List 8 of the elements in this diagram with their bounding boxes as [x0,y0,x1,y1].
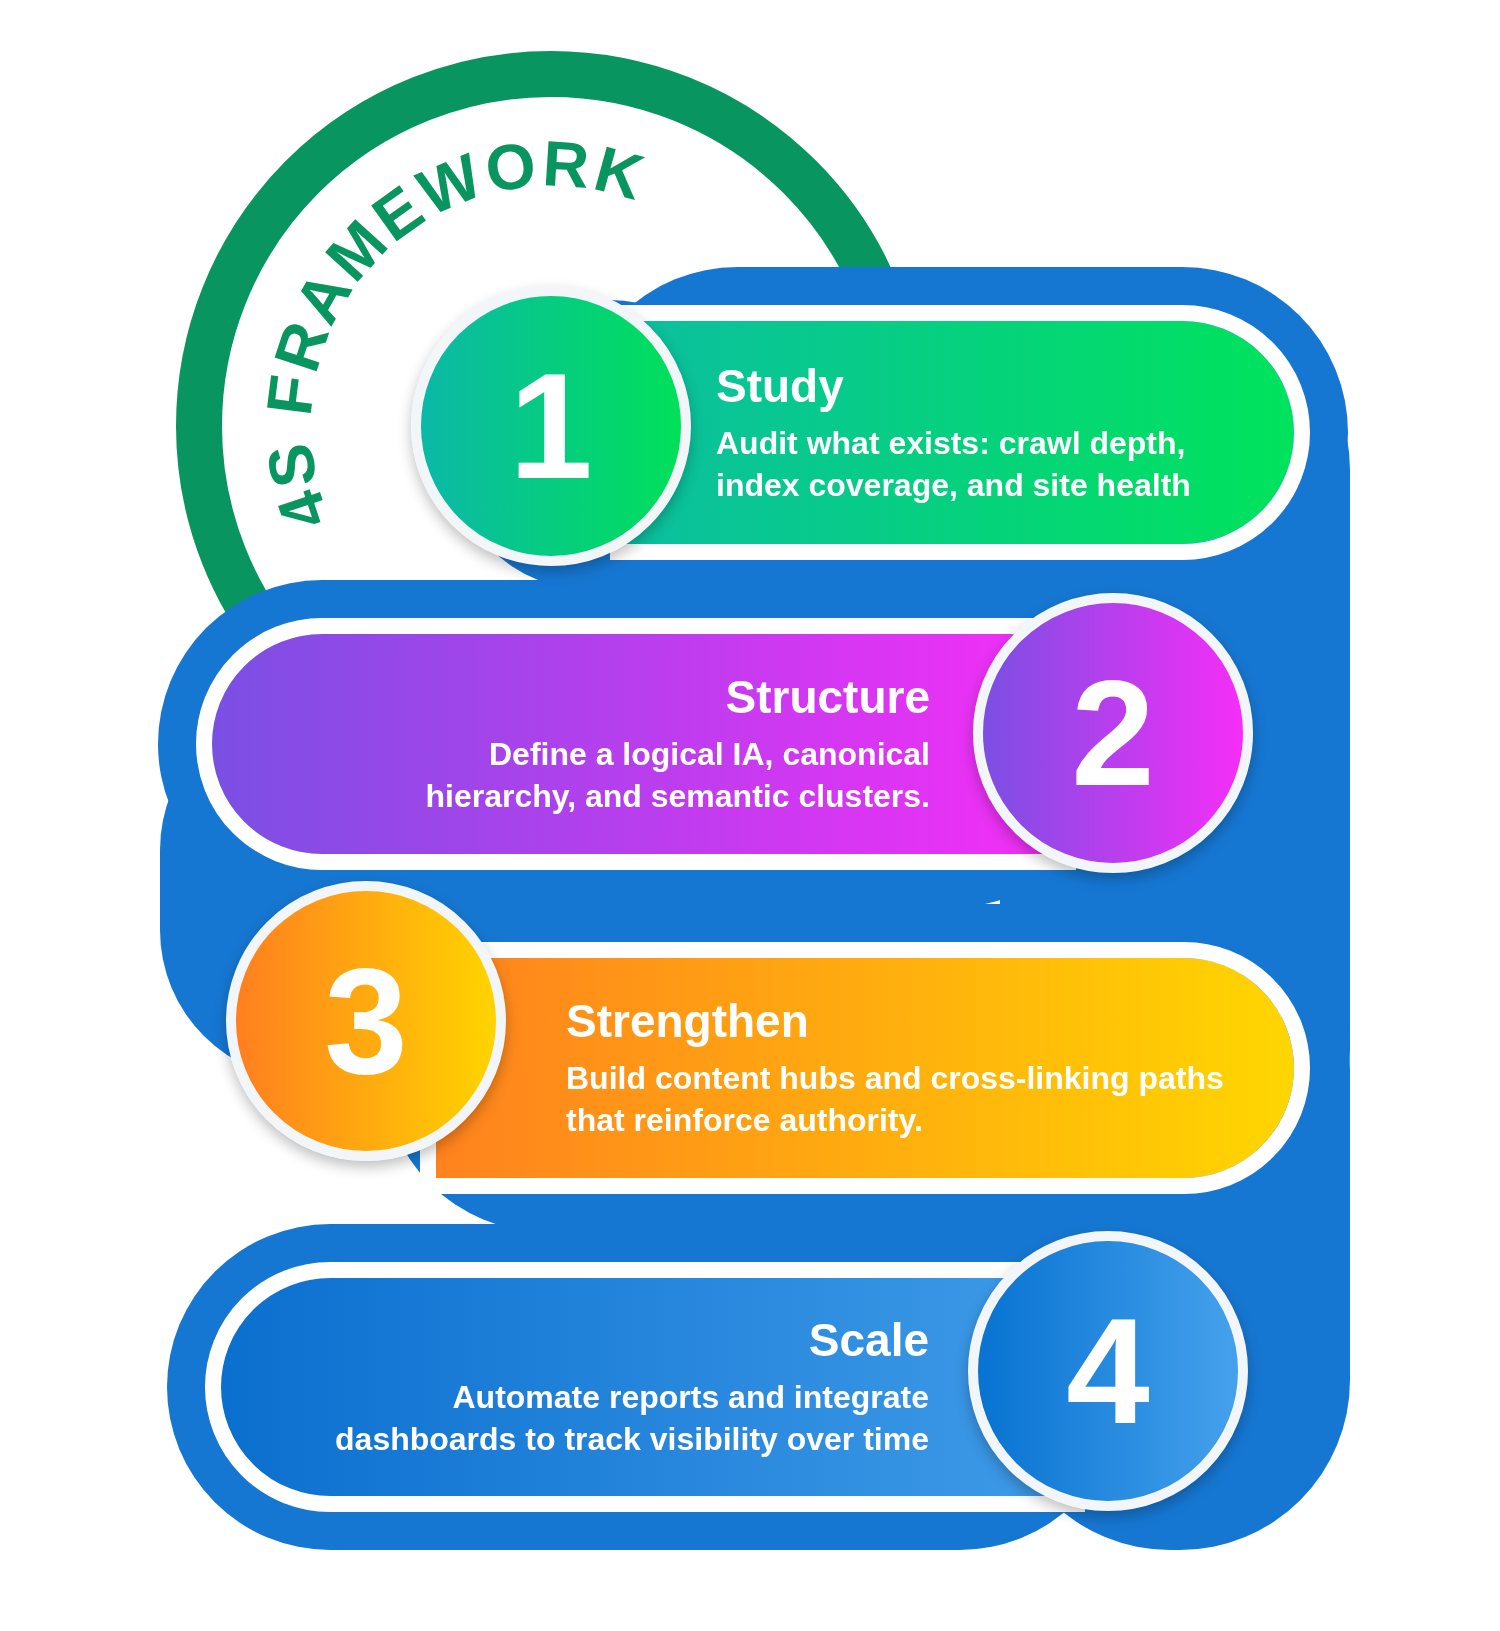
step-description: Build content hubs and cross-linking paths that reinforce authority. [566,1059,1225,1140]
step-description: Audit what exists: crawl depth, index coverage, and site health [716,423,1192,505]
step-description: Automate reports and integrate dashboards to track visibility over time [334,1378,929,1459]
step-heading: Study [716,358,844,413]
step-heading: Strengthen [566,994,809,1049]
step-heading: Structure [725,670,930,725]
step-heading: Scale [808,1313,929,1368]
step-description: Define a logical IA, canonical hierarchy, and semantic clusters. [424,735,930,816]
